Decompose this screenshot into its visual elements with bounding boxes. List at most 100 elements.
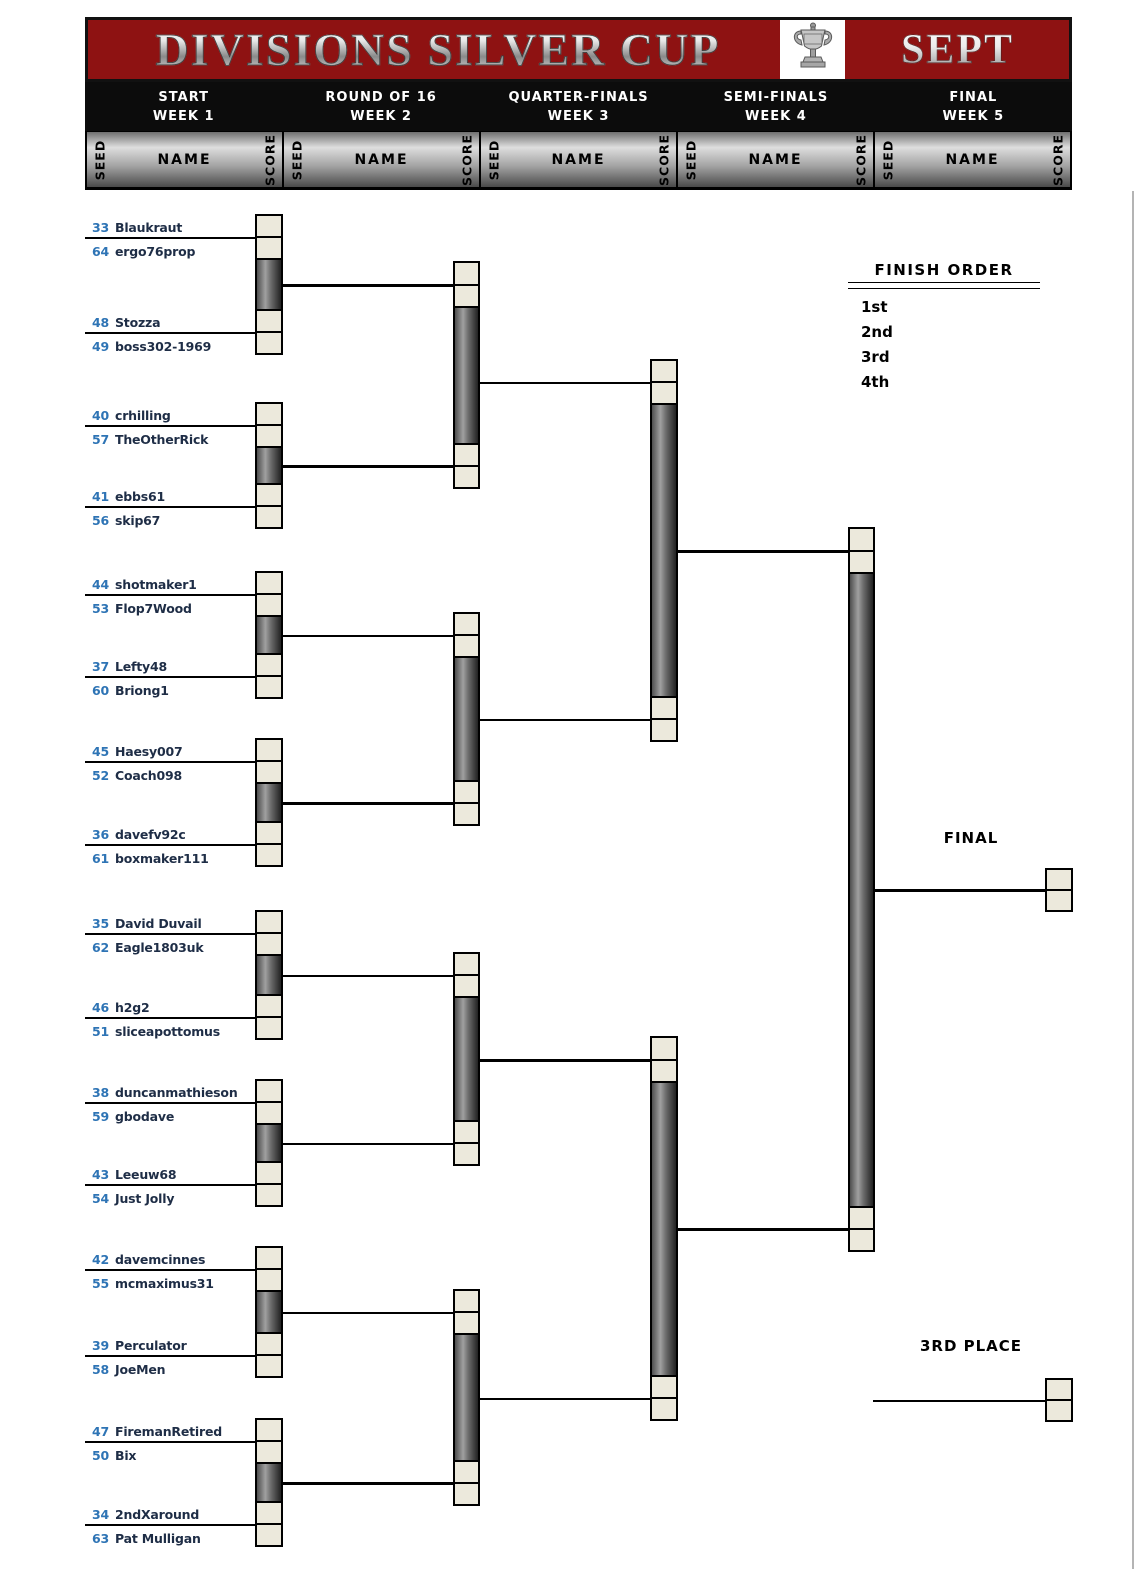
player-name: boss302-1969 [115,339,212,354]
final-score-box[interactable] [1045,1378,1073,1422]
advance-bar [454,996,478,1123]
player-seed: 49 [92,339,109,354]
score-cell-divider [257,1354,281,1357]
tournament-title: DIVISIONS SILVER CUP [98,20,778,79]
round-name: QUARTER-FINALS [508,89,649,105]
player-seed: 34 [92,1507,109,1522]
pair-underline [85,424,257,428]
round-week: WEEK 4 [745,108,807,124]
score-cell-divider [257,1101,281,1104]
bracket-connector-line [282,1482,453,1485]
match-score-box[interactable] [452,261,480,489]
bracket-connector-line [282,1142,453,1146]
player-name: 2ndXaround [115,1507,200,1522]
column-header-section: SEED NAME SCORE [85,132,284,187]
match-score-box[interactable] [452,951,480,1166]
player-name: skip67 [115,513,161,528]
score-cell-divider [257,675,281,678]
score-cell-divider [652,718,676,721]
player-entry: 53 Flop7Wood [85,599,253,618]
match-score-box[interactable] [255,1417,283,1547]
match-score-box[interactable] [255,1078,283,1207]
score-cell-divider [257,331,281,334]
score-cell-divider [257,1523,281,1526]
player-name: crhilling [115,408,171,423]
finish-order-rule [848,282,1040,289]
score-cell-divider [1047,1399,1071,1402]
player-name: Blaukraut [115,220,183,235]
pair-underline [85,1523,257,1527]
finish-order-item: 2nd [861,323,893,341]
player-seed: 55 [92,1276,109,1291]
player-name: gbodave [115,1109,175,1124]
bracket-connector-line [480,381,650,385]
match-score-box[interactable] [255,909,283,1040]
player-name: Bix [115,1448,137,1463]
match-score-box[interactable] [255,213,283,355]
advance-bar [257,1290,281,1335]
final-score-box[interactable] [1045,867,1073,912]
bracket-connector-line [480,718,650,722]
score-cell-divider [454,1311,478,1314]
pair-underline [85,331,257,335]
score-column-label: SCORE [1050,133,1066,186]
advance-bar [257,782,281,824]
score-cell-divider [257,593,281,596]
round-column-r16: ROUND OF 16 WEEK 2 [282,82,479,131]
match-score-box[interactable] [255,570,283,699]
pair-underline [85,1183,257,1187]
player-seed: 57 [92,432,109,447]
name-column-label: NAME [354,151,409,168]
player-seed: 63 [92,1531,109,1546]
match-score-box[interactable] [255,737,283,867]
player-seed: 36 [92,827,109,842]
player-seed: 53 [92,601,109,616]
match-score-box[interactable] [255,401,283,529]
advance-bar [257,446,281,486]
player-name: Just Jolly [115,1191,175,1206]
pair-underline [85,843,257,847]
player-seed: 39 [92,1338,109,1353]
player-name: Briong1 [115,683,169,698]
player-entry: 64 ergo76prop [85,242,253,261]
match-score-box[interactable] [452,611,480,826]
pair-underline [85,236,257,240]
player-seed: 64 [92,244,109,259]
score-cell-divider [454,974,478,977]
match-score-box[interactable] [650,358,678,742]
finish-order-title: FINISH ORDER [874,261,1014,279]
player-name: mcmaximus31 [115,1276,214,1291]
player-seed: 51 [92,1024,109,1039]
player-name: David Duvail [115,916,202,931]
match-score-box[interactable] [255,1245,283,1378]
player-seed: 38 [92,1085,109,1100]
player-name: h2g2 [115,1000,150,1015]
player-name: ergo76prop [115,244,196,259]
pair-underline [85,1440,257,1444]
pair-underline [85,1268,257,1272]
player-name: Flop7Wood [115,601,192,616]
bracket-connector-line [282,634,453,638]
player-seed: 43 [92,1167,109,1182]
score-cell-divider [454,464,478,467]
player-name: davefv92c [115,827,186,842]
bracket-connector-line [480,1059,650,1062]
match-score-box[interactable] [452,1288,480,1506]
match-score-box[interactable] [847,527,875,1252]
bracket-connector-line [282,284,453,287]
round-column-qf: QUARTER-FINALS WEEK 3 [480,82,677,131]
bracket-connector-line [677,1228,848,1231]
name-column-label: NAME [157,151,212,168]
advance-bar [257,954,281,997]
match-score-box[interactable] [650,1036,678,1421]
